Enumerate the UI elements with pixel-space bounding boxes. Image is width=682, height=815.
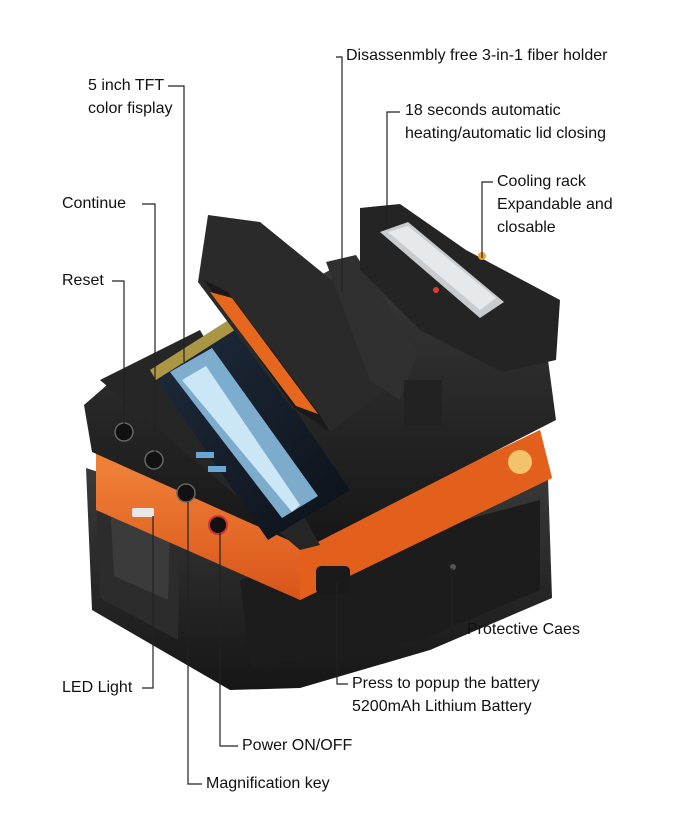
- callout-led-light: LED Light: [62, 679, 133, 696]
- tft-display: [150, 318, 350, 540]
- callout-power: Power ON/OFF: [242, 737, 353, 754]
- lid: [198, 215, 396, 432]
- callout-fiber-holder: Disassenmbly free 3-in-1 fiber holder: [346, 47, 608, 64]
- heater-cooling-rack: [360, 204, 560, 372]
- callout-tft-line2: color fisplay: [88, 100, 173, 117]
- callout-cooling-line3: closable: [497, 219, 556, 236]
- callout-cooling-line2: Expandable and: [497, 196, 613, 213]
- power-button[interactable]: [208, 515, 228, 535]
- callout-tft-line1: 5 inch TFT: [88, 77, 165, 94]
- callout-battery-line1: Press to popup the battery: [352, 675, 540, 692]
- splicer-body: [96, 430, 552, 600]
- callout-heating-line2: heating/automatic lid closing: [405, 125, 607, 142]
- callout-magnification: Magnification key: [206, 775, 330, 792]
- continue-button[interactable]: [144, 450, 164, 470]
- fiber-holder: [326, 255, 442, 426]
- control-buttons: [114, 422, 228, 535]
- callout-cooling-line1: Cooling rack: [497, 173, 586, 190]
- battery-eject-button[interactable]: [316, 566, 350, 594]
- callout-battery-line2: 5200mAh Lithium Battery: [352, 698, 532, 715]
- magnification-button[interactable]: [176, 483, 196, 503]
- callout-protective-case: Protective Caes: [467, 621, 580, 638]
- led-light: [132, 508, 154, 517]
- callout-reset: Reset: [62, 272, 104, 289]
- reset-button[interactable]: [114, 422, 134, 442]
- callout-leaders: [112, 56, 493, 785]
- callout-heating-line1: 18 seconds automatic: [405, 102, 561, 119]
- callout-continue: Continue: [62, 195, 127, 212]
